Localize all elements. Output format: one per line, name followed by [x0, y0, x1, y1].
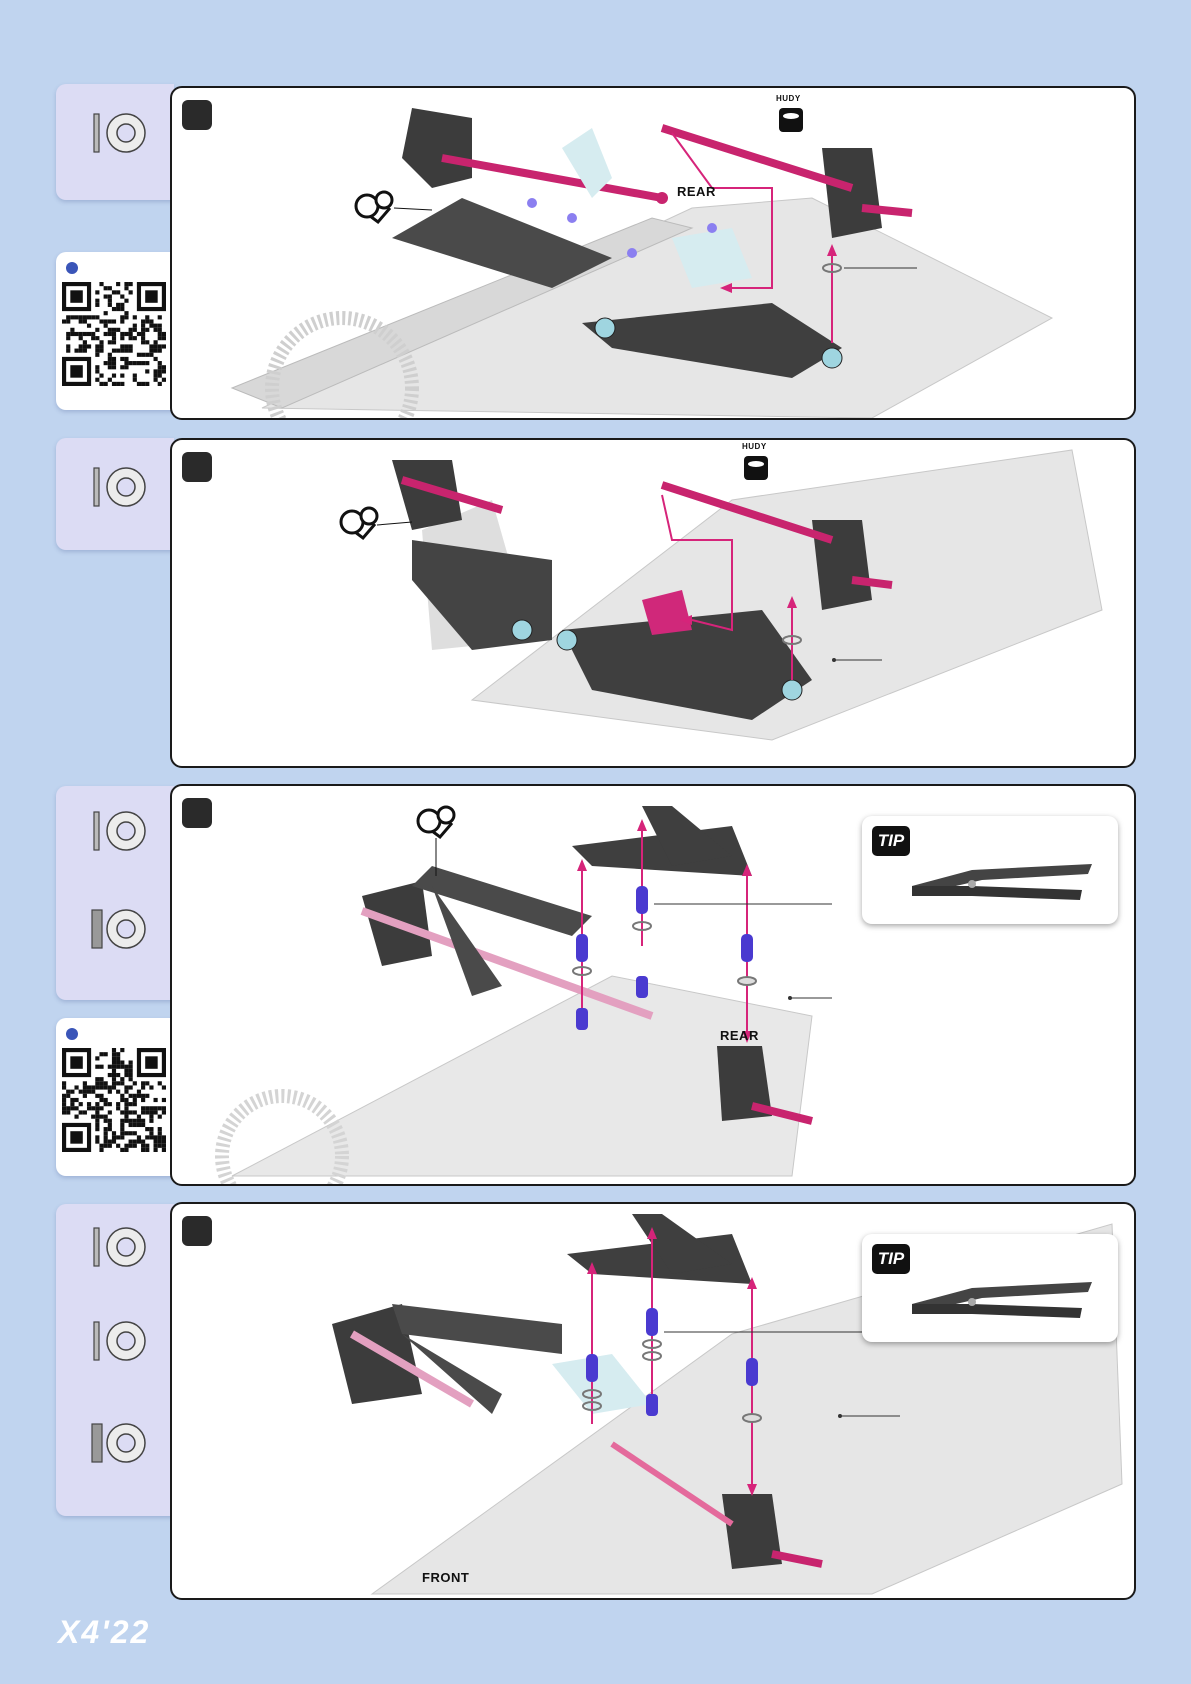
step-panel-4: FRONT TIP [170, 1202, 1136, 1600]
assembly-illustration [172, 440, 1134, 766]
gear-check-icon [356, 192, 432, 222]
rear-label: REAR [720, 1028, 759, 1043]
hudy-label: HUDY [776, 94, 801, 103]
qr-card-step-1[interactable] [56, 252, 174, 410]
qr-indicator-dot [66, 262, 78, 274]
washer-icon [88, 1222, 148, 1272]
brand-logo: X4'22 [58, 1614, 150, 1651]
assembly-illustration [172, 88, 1134, 418]
tip-box: TIP [862, 816, 1118, 924]
rear-label: REAR [677, 184, 716, 199]
gear-check-icon [341, 508, 412, 538]
washer-icon [88, 806, 148, 856]
parts-sidebar-step-4 [56, 1204, 174, 1516]
hudy-grease-icon [779, 108, 803, 132]
spacer-icon [88, 1418, 148, 1468]
step-panel-1: HUDY REAR [170, 86, 1136, 420]
parts-sidebar-step-3 [56, 786, 174, 1000]
hudy-label: HUDY [742, 442, 767, 451]
tip-badge: TIP [872, 1244, 910, 1274]
qr-code[interactable] [62, 1048, 166, 1152]
tip-badge: TIP [872, 826, 910, 856]
step-panel-3: REAR TIP [170, 784, 1136, 1186]
hudy-grease-icon [744, 456, 768, 480]
gear-check-icon [418, 807, 454, 876]
pliers-tool [912, 856, 1092, 904]
parts-sidebar-step-1 [56, 84, 174, 200]
front-label: FRONT [422, 1570, 469, 1585]
tip-box: TIP [862, 1234, 1118, 1342]
washer-icon [88, 462, 148, 512]
qr-code[interactable] [62, 282, 166, 386]
washer-icon [88, 1316, 148, 1366]
spacer-icon [88, 904, 148, 954]
washer-icon [88, 108, 148, 158]
pliers-tool [912, 1274, 1092, 1322]
qr-indicator-dot [66, 1028, 78, 1040]
step-panel-2: HUDY [170, 438, 1136, 768]
parts-sidebar-step-2 [56, 438, 174, 550]
qr-card-step-3[interactable] [56, 1018, 174, 1176]
